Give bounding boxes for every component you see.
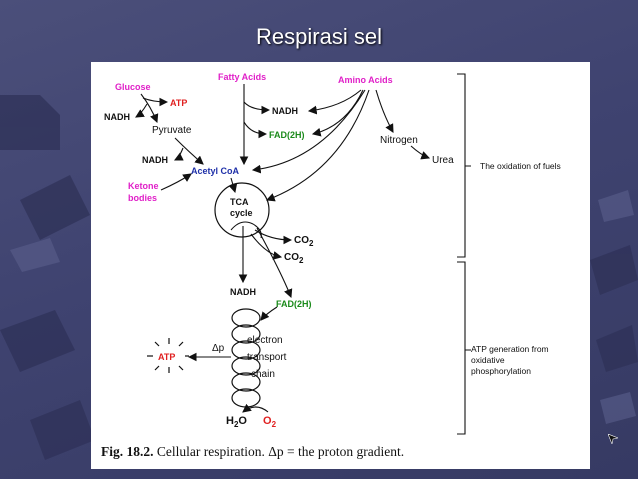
atp-generation-text-1: ATP generation from xyxy=(471,344,549,354)
nadh-label-3: NADH xyxy=(272,106,298,116)
pyruvate-label: Pyruvate xyxy=(152,125,192,136)
fatty-acid-fad-arrow xyxy=(243,121,268,139)
urea-label: Urea xyxy=(432,155,454,166)
co2-label-2: CO2 xyxy=(284,252,304,265)
delta-p-label: Δp xyxy=(212,343,225,354)
fad-to-chain-arrow xyxy=(260,306,278,321)
co2-label-1: CO2 xyxy=(294,235,314,248)
glucose-to-pyruvate-arrow xyxy=(140,93,159,124)
glucose-atp-arrow xyxy=(142,97,169,107)
amino-acids-label: Amino Acids xyxy=(338,75,393,85)
fatty-acids-label: Fatty Acids xyxy=(218,72,266,82)
atp-main-label: ATP xyxy=(158,352,175,362)
fad-label-1: FAD(2H) xyxy=(269,130,305,140)
fatty-acid-nadh-arrow xyxy=(243,101,271,115)
ketone-to-acetylcoa-arrow xyxy=(160,173,192,191)
atp-generation-bracket xyxy=(457,261,471,435)
bodies-label: bodies xyxy=(128,193,157,203)
ketone-label: Ketone xyxy=(128,181,159,191)
slide-title: Respirasi sel xyxy=(256,24,382,49)
oxygen-to-water-arrow xyxy=(242,403,269,413)
amino-acid-to-acetylcoa-arrow xyxy=(251,89,366,174)
etc-label-2: transport xyxy=(247,352,287,363)
figure-caption: Fig. 18.2. Cellular respiration. Δp = th… xyxy=(101,444,581,460)
water-label: H2O xyxy=(226,415,247,429)
nadh-label-2: NADH xyxy=(142,155,168,165)
tca-label-1: TCA xyxy=(230,197,249,207)
acetyl-coa-label: Acetyl CoA xyxy=(191,166,240,176)
respiration-figure: Glucose Fatty Acids Amino Acids Ketone b… xyxy=(91,62,590,469)
atp-starburst-icon xyxy=(147,338,189,373)
oxygen-label: O2 xyxy=(263,415,277,429)
caption-text: Cellular respiration. Δp = the proton gr… xyxy=(156,444,405,459)
cellular-respiration-diagram: Glucose Fatty Acids Amino Acids Ketone b… xyxy=(104,72,561,435)
atp-top-label: ATP xyxy=(170,98,187,108)
etc-label-3: chain xyxy=(251,369,275,380)
glucose-nadh-arrow xyxy=(135,103,148,118)
pyruvate-to-acetylcoa-arrow xyxy=(174,137,204,165)
caption-label: Fig. 18.2. xyxy=(101,444,154,459)
nadh-label-1: NADH xyxy=(104,112,130,122)
amino-acid-to-nitrogen-arrow xyxy=(375,89,394,133)
atp-generation-text-3: phosphorylation xyxy=(471,366,531,376)
tca-co2-arrow-2 xyxy=(250,233,283,260)
fuel-oxidation-text: The oxidation of fuels xyxy=(480,161,561,171)
atp-generation-text-2: oxidative xyxy=(471,355,505,365)
nitrogen-label: Nitrogen xyxy=(380,135,418,146)
tca-label-2: cycle xyxy=(230,208,253,218)
amino-acid-to-tca-arrow xyxy=(265,89,370,202)
etc-label-1: electron xyxy=(247,335,283,346)
glucose-label: Glucose xyxy=(115,82,151,92)
nadh-label-4: NADH xyxy=(230,287,256,297)
tca-inner-swirl xyxy=(230,221,262,239)
electron-transport-chain-coil xyxy=(231,308,261,408)
amino-acid-to-fad-arrow xyxy=(311,89,364,137)
tca-cycle-circle xyxy=(214,182,270,238)
fuel-oxidation-bracket xyxy=(457,73,471,258)
fad-label-2: FAD(2H) xyxy=(276,299,312,309)
cursor-arrow-icon xyxy=(608,434,618,444)
amino-acid-to-nadh-arrow xyxy=(307,89,362,115)
nitrogen-to-urea-arrow xyxy=(410,145,431,160)
pyruvate-nadh-arrow xyxy=(174,147,184,161)
